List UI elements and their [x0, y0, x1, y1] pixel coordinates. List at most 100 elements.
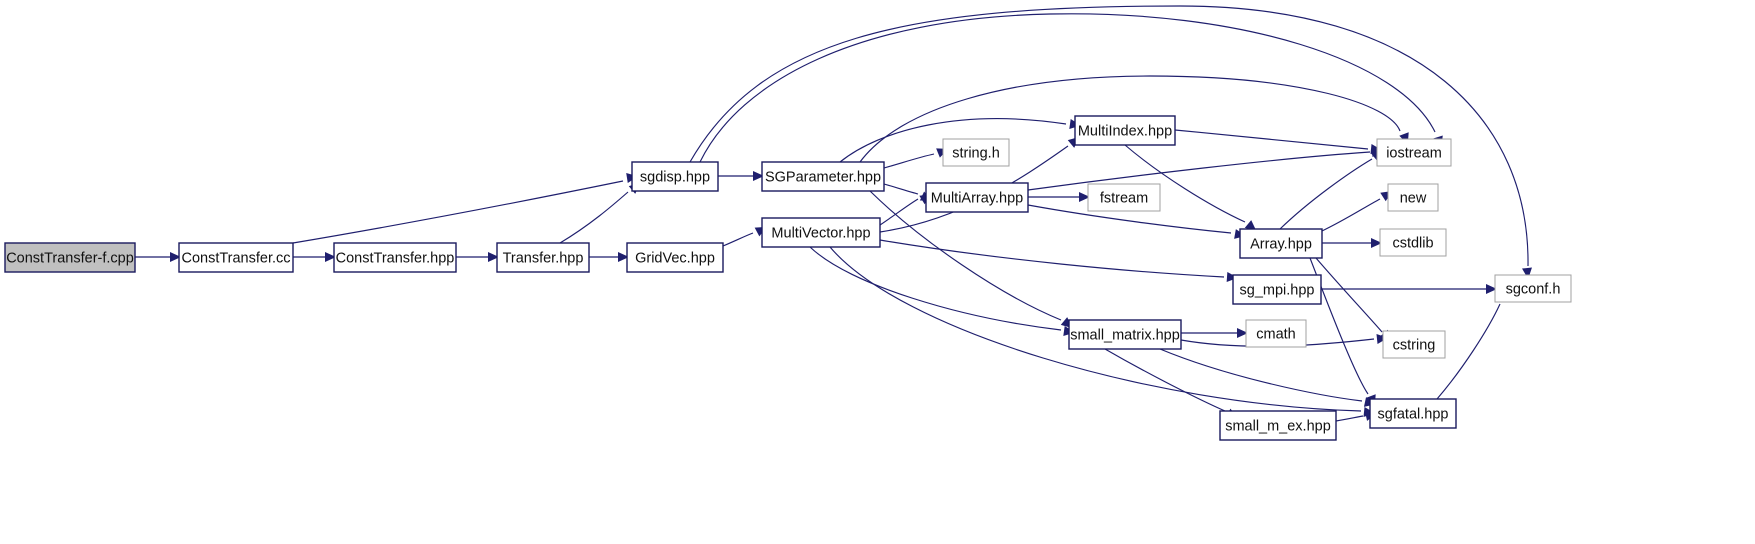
node-label-transfer: Transfer.hpp: [503, 250, 584, 266]
node-label-stringh: string.h: [952, 145, 1000, 161]
node-box-stringh[interactable]: [942, 138, 1010, 167]
node-label-cmath: cmath: [1256, 326, 1296, 342]
node-cmath[interactable]: cmath: [1245, 319, 1307, 348]
arrowhead-14: [1079, 192, 1090, 202]
node-chpp[interactable]: ConstTransfer.hpp: [333, 242, 457, 273]
node-label-sgparam: SGParameter.hpp: [765, 169, 881, 185]
edge-multivector-to-sgmpi: [879, 239, 1225, 278]
node-label-cc: ConstTransfer.cc: [181, 250, 290, 266]
node-label-sgdisp: sgdisp.hpp: [640, 169, 710, 185]
node-box-sgmpi[interactable]: [1232, 274, 1322, 305]
arrowhead-29: [1486, 284, 1497, 294]
node-label-multivector: MultiVector.hpp: [771, 225, 870, 241]
node-box-transfer[interactable]: [496, 242, 590, 273]
node-box-new[interactable]: [1387, 183, 1439, 212]
edge-multiindex-to-iostream: [1174, 129, 1369, 150]
edge-multiarray-to-arrayhpp: [1027, 204, 1232, 234]
node-box-root[interactable]: [4, 242, 136, 273]
node-gridvec[interactable]: GridVec.hpp: [626, 242, 724, 273]
node-label-cstdlib: cstdlib: [1392, 235, 1433, 251]
node-box-cc[interactable]: [178, 242, 294, 273]
node-arrayhpp[interactable]: Array.hpp: [1239, 228, 1323, 259]
node-box-iostream[interactable]: [1376, 138, 1452, 167]
arrowhead-7: [753, 171, 764, 181]
arrowhead-3: [618, 252, 629, 262]
node-sgfatal[interactable]: sgfatal.hpp: [1369, 398, 1457, 429]
node-box-sgconf[interactable]: [1494, 274, 1572, 303]
edge-layer: [135, 5, 1529, 422]
node-box-sgparam[interactable]: [761, 161, 885, 192]
node-sgconf[interactable]: sgconf.h: [1494, 274, 1572, 303]
edge-multivector-to-multiarray: [879, 198, 919, 226]
edge-multiindex-to-arrayhpp: [1124, 144, 1246, 223]
node-sgmpi[interactable]: sg_mpi.hpp: [1232, 274, 1322, 305]
node-iostream[interactable]: iostream: [1376, 138, 1452, 167]
node-box-arrayhpp[interactable]: [1239, 228, 1323, 259]
node-box-cmath[interactable]: [1245, 319, 1307, 348]
edge-cc-to-sgdisp: [292, 180, 624, 244]
node-sgdisp[interactable]: sgdisp.hpp: [631, 161, 719, 192]
node-label-smallmex: small_m_ex.hpp: [1225, 418, 1331, 434]
edge-sgfatal-to-sgconf: [1436, 303, 1501, 400]
node-multivector[interactable]: MultiVector.hpp: [761, 217, 881, 248]
edge-smallmatrix-to-smallmex: [1104, 348, 1226, 412]
node-box-cstring[interactable]: [1382, 330, 1446, 359]
node-label-gridvec: GridVec.hpp: [635, 250, 715, 266]
edge-multivector-to-smallmatrix: [809, 246, 1062, 331]
node-fstream[interactable]: fstream: [1087, 183, 1161, 212]
node-new[interactable]: new: [1387, 183, 1439, 212]
node-box-multiindex[interactable]: [1074, 115, 1176, 146]
edge-sgparam-to-multiindex: [839, 118, 1067, 163]
node-layer: ConstTransfer-f.cpp ConstTransfer.cc Const…: [4, 115, 1572, 441]
edge-arrayhpp-to-new: [1321, 198, 1381, 232]
node-label-new: new: [1400, 190, 1427, 206]
node-smallmatrix[interactable]: small_matrix.hpp: [1068, 319, 1182, 350]
node-box-cstdlib[interactable]: [1379, 228, 1447, 257]
node-stringh[interactable]: string.h: [942, 138, 1010, 167]
edge-arrayhpp-to-cstring: [1315, 257, 1383, 333]
arrowhead-2: [488, 252, 499, 262]
node-box-multiarray[interactable]: [925, 182, 1029, 213]
node-smallmex[interactable]: small_m_ex.hpp: [1219, 410, 1337, 441]
node-label-sgmpi: sg_mpi.hpp: [1240, 282, 1315, 298]
edge-arrayhpp-to-iostream: [1279, 158, 1373, 230]
node-label-chpp: ConstTransfer.hpp: [336, 250, 455, 266]
edge-sgparam-to-stringh: [883, 153, 935, 169]
edge-sgparam-to-multiarray: [883, 183, 919, 195]
arrowhead-30: [1237, 328, 1248, 338]
edge-sgparam-to-smallmatrix: [869, 190, 1062, 321]
arrowhead-17: [1370, 144, 1382, 154]
node-box-smallmatrix[interactable]: [1068, 319, 1182, 350]
arrowhead-31: [1376, 334, 1388, 344]
node-box-chpp[interactable]: [333, 242, 457, 273]
edge-sgdisp-to-sgconf: [689, 5, 1529, 267]
arrowhead-26: [1371, 238, 1382, 248]
edge-smallmex-to-sgfatal: [1335, 415, 1364, 422]
node-label-smallmatrix: small_matrix.hpp: [1070, 327, 1180, 343]
edge-gridvec-to-multivector: [722, 232, 754, 247]
node-label-arrayhpp: Array.hpp: [1250, 236, 1312, 252]
node-label-iostream: iostream: [1386, 145, 1442, 161]
node-label-root: ConstTransfer-f.cpp: [6, 250, 134, 266]
node-multiindex[interactable]: MultiIndex.hpp: [1074, 115, 1176, 146]
node-cc[interactable]: ConstTransfer.cc: [178, 242, 294, 273]
node-cstring[interactable]: cstring: [1382, 330, 1446, 359]
node-root[interactable]: ConstTransfer-f.cpp: [4, 242, 136, 273]
node-box-gridvec[interactable]: [626, 242, 724, 273]
node-multiarray[interactable]: MultiArray.hpp: [925, 182, 1029, 213]
arrowhead-1: [325, 252, 336, 262]
node-sgparam[interactable]: SGParameter.hpp: [761, 161, 885, 192]
node-transfer[interactable]: Transfer.hpp: [496, 242, 590, 273]
node-cstdlib[interactable]: cstdlib: [1379, 228, 1447, 257]
node-box-smallmex[interactable]: [1219, 410, 1337, 441]
node-box-sgfatal[interactable]: [1369, 398, 1457, 429]
node-box-multivector[interactable]: [761, 217, 881, 248]
edge-multivector-to-sgfatal: [829, 246, 1362, 412]
node-box-sgdisp[interactable]: [631, 161, 719, 192]
node-box-fstream[interactable]: [1087, 183, 1161, 212]
node-label-sgconf: sgconf.h: [1506, 281, 1561, 297]
node-label-sgfatal: sgfatal.hpp: [1378, 406, 1449, 422]
edge-sgparam-to-iostream: [859, 75, 1401, 163]
